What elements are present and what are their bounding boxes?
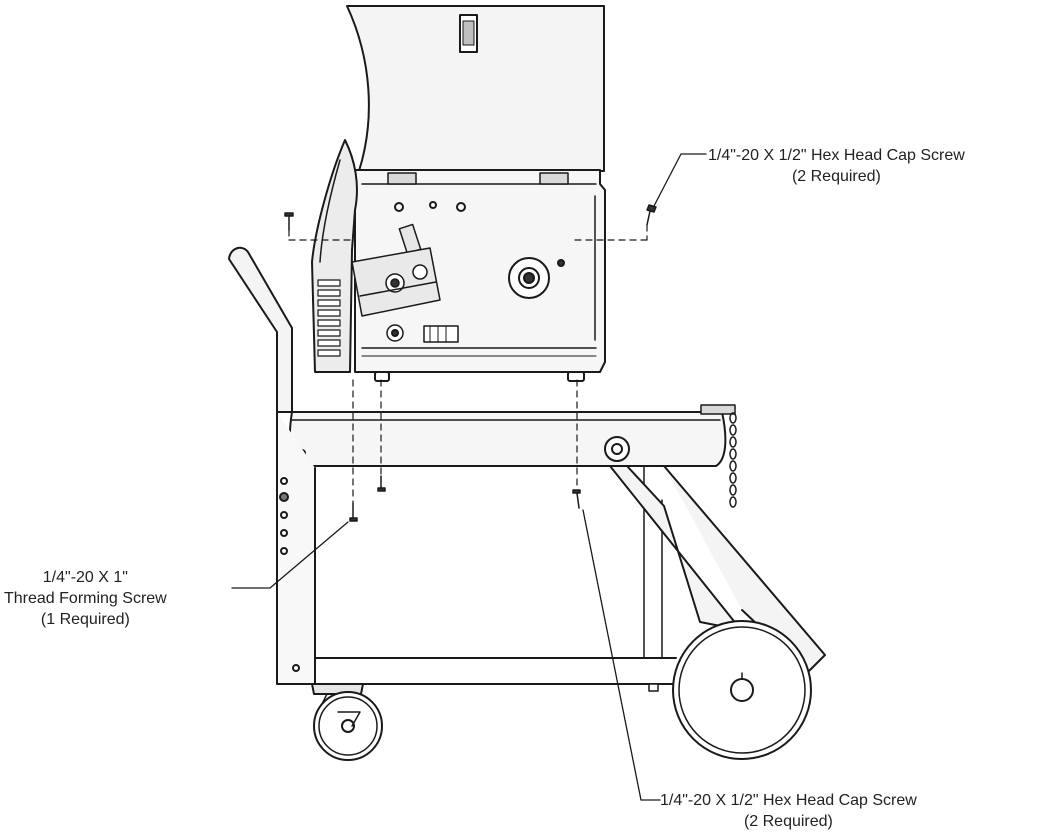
callout-left-line2: Thread Forming Screw bbox=[4, 590, 167, 607]
leader-left bbox=[231, 521, 349, 589]
thread-forming-screw bbox=[349, 502, 358, 522]
cart-left-post bbox=[276, 411, 316, 685]
rear-wheel bbox=[672, 620, 812, 760]
welder-lid bbox=[346, 5, 605, 172]
callout-left-line3: (1 Required) bbox=[40, 611, 130, 628]
welder-body bbox=[351, 169, 606, 382]
callout-hex-screw-bottom: 1/4"-20 X 1/2" Hex Head Cap Screw (2 Req… bbox=[660, 790, 917, 832]
callout-thread-forming-screw: 1/4"-20 X 1" Thread Forming Screw (1 Req… bbox=[4, 567, 167, 630]
leader-top-right bbox=[653, 153, 707, 207]
cart-bottom-rail bbox=[314, 465, 677, 692]
hex-cap-screw-bottom-a bbox=[377, 475, 386, 492]
leader-bottom bbox=[582, 509, 661, 801]
hex-cap-screw-bottom-b bbox=[572, 489, 581, 509]
spool-hub bbox=[508, 257, 550, 299]
callout-bottom-line1: 1/4"-20 X 1/2" Hex Head Cap Screw bbox=[660, 792, 917, 809]
callout-bottom-line2: (2 Required) bbox=[743, 813, 833, 830]
hex-cap-screw-left bbox=[284, 212, 294, 231]
wire-drive-assembly bbox=[351, 223, 441, 317]
callout-top-line1: 1/4"-20 X 1/2" Hex Head Cap Screw bbox=[708, 147, 965, 164]
welder-front-panel bbox=[311, 139, 358, 373]
leader-lines bbox=[231, 153, 707, 801]
cylinder-chain bbox=[729, 412, 737, 508]
hex-cap-screw-right bbox=[646, 204, 657, 226]
callout-top-line2: (2 Required) bbox=[791, 168, 881, 185]
cart-handle bbox=[228, 246, 293, 413]
callout-left-line1: 1/4"-20 X 1" bbox=[42, 569, 128, 586]
cart-top-shelf bbox=[276, 404, 736, 467]
terminal-block bbox=[423, 325, 459, 343]
alignment-lines bbox=[288, 224, 648, 504]
front-caster bbox=[311, 683, 383, 761]
screws bbox=[284, 204, 657, 522]
callout-hex-screw-top: 1/4"-20 X 1/2" Hex Head Cap Screw (2 Req… bbox=[708, 145, 965, 187]
